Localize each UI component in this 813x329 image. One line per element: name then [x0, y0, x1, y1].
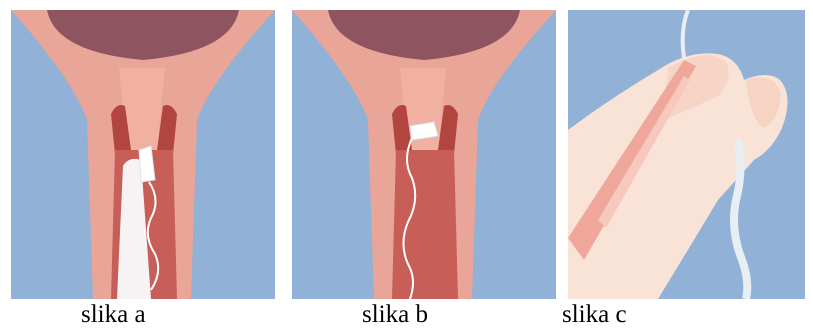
illustration-panel-b	[292, 10, 556, 299]
hand-illustration-c	[568, 10, 805, 299]
caption-a: slika a	[81, 301, 146, 329]
caption-b: slika b	[362, 301, 428, 329]
illustration-panel-a	[11, 10, 275, 299]
anatomy-illustration-a	[11, 10, 275, 299]
illustration-panel-c	[568, 10, 805, 299]
vaginal-canal	[392, 150, 458, 299]
caption-c: slika c	[562, 301, 627, 329]
anatomy-illustration-b	[292, 10, 556, 299]
